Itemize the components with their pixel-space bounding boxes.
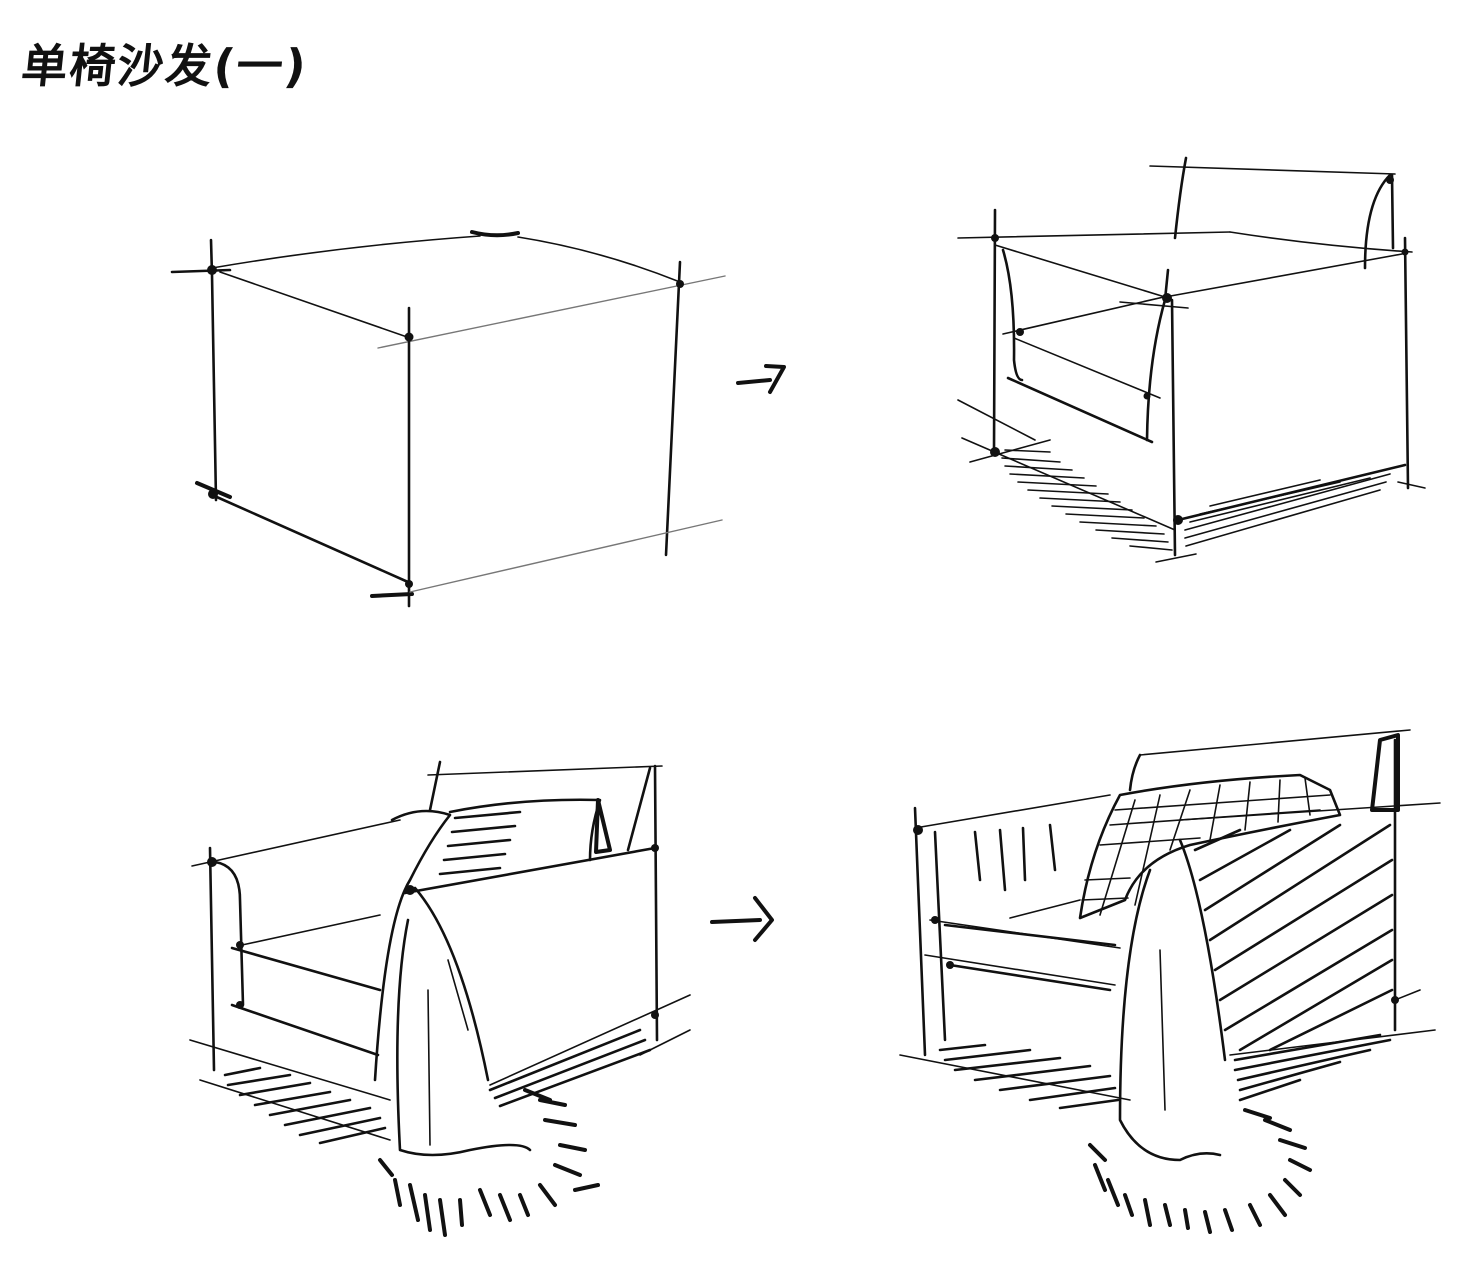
sketch-step-3-sofa	[189, 760, 691, 1237]
arrow-icon-step-1-to-2	[736, 364, 786, 394]
arrow-icon-step-3-to-4	[710, 896, 774, 942]
sketch-step-2-frame	[957, 156, 1426, 563]
sketch-step-1-box	[170, 230, 726, 608]
sketch-step-4-sofa-shaded	[899, 729, 1441, 1234]
